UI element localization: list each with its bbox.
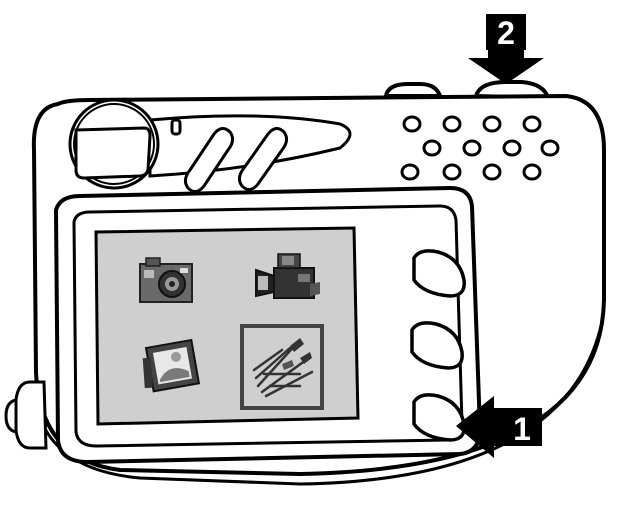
speaker-hole bbox=[482, 163, 502, 181]
strap-mount bbox=[14, 380, 48, 450]
video-camera-icon[interactable] bbox=[255, 253, 320, 299]
photo-frame-icon[interactable] bbox=[138, 338, 201, 393]
speaker-grille bbox=[400, 115, 560, 181]
top-shutter-button[interactable] bbox=[474, 80, 550, 100]
arrow-down-2-icon bbox=[468, 50, 544, 84]
middle-side-button[interactable] bbox=[410, 321, 464, 370]
upper-side-button[interactable] bbox=[412, 249, 466, 298]
speaker-hole bbox=[540, 139, 560, 157]
left-connector bbox=[4, 380, 48, 450]
slot-right bbox=[237, 127, 289, 191]
callout-box-2 bbox=[486, 14, 526, 50]
side-buttons bbox=[410, 249, 466, 442]
speaker-hole bbox=[522, 163, 542, 181]
setup-tools-icon[interactable] bbox=[240, 324, 324, 410]
selection-frame bbox=[240, 324, 324, 410]
speaker-hole bbox=[422, 139, 442, 157]
callout-box-1 bbox=[502, 408, 542, 446]
speaker-hole bbox=[442, 115, 462, 133]
speaker-hole bbox=[482, 115, 502, 133]
top-strip bbox=[148, 114, 352, 193]
callout-arrow-1: 1 bbox=[456, 396, 542, 458]
status-indicator bbox=[170, 118, 182, 136]
speaker-hole bbox=[462, 139, 482, 157]
speaker-hole bbox=[522, 115, 542, 133]
lcd-screen bbox=[94, 226, 360, 426]
slot-left bbox=[183, 127, 235, 193]
callout-arrow-2: 2 bbox=[468, 14, 544, 84]
speaker-hole bbox=[402, 115, 422, 133]
arrow-left-1-icon bbox=[456, 396, 502, 458]
viewfinder bbox=[68, 98, 160, 190]
viewfinder-window bbox=[74, 126, 152, 180]
top-button-left-bump bbox=[384, 82, 442, 98]
speaker-hole bbox=[400, 163, 420, 181]
camera-icon[interactable] bbox=[139, 257, 193, 303]
speaker-hole bbox=[502, 139, 522, 157]
callout-label-1: 1 bbox=[513, 411, 531, 447]
speaker-hole bbox=[442, 163, 462, 181]
callout-label-2: 2 bbox=[497, 15, 515, 51]
